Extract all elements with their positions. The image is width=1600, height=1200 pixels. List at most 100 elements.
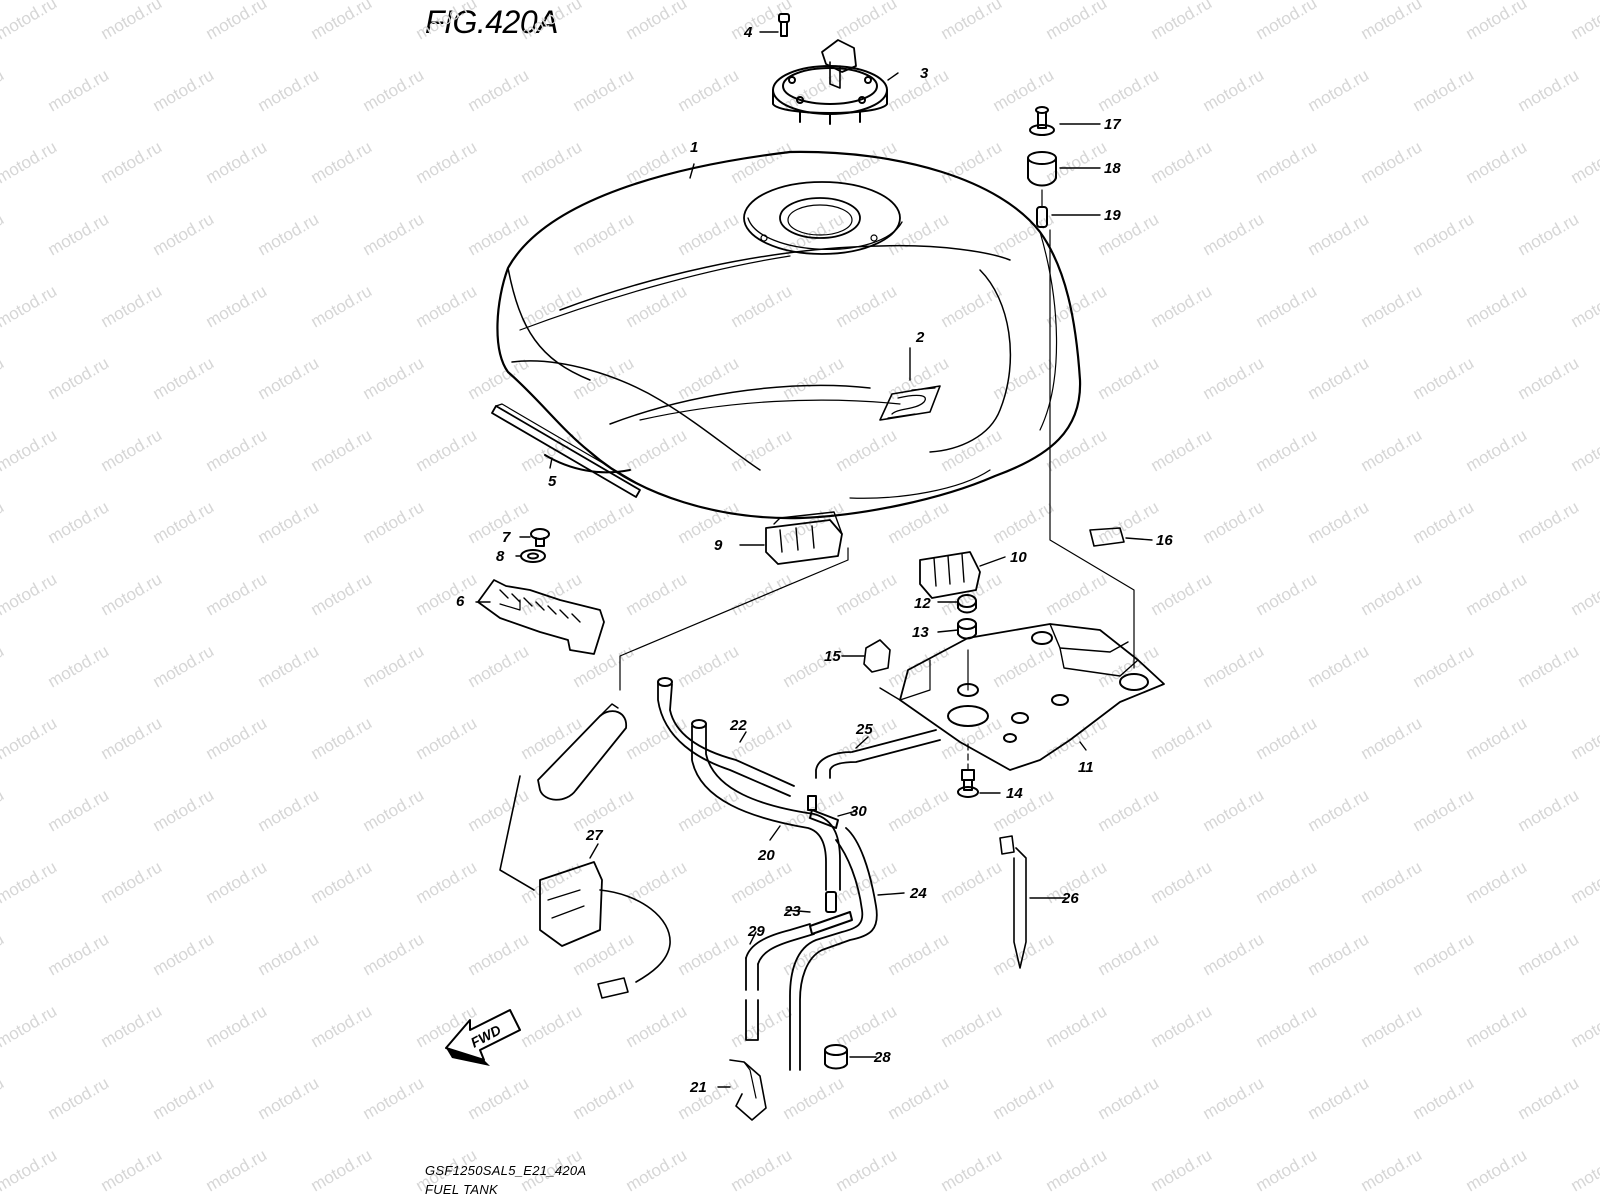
watermark-text: motod.ru <box>413 713 481 763</box>
watermark-text: motod.ru <box>1200 641 1268 691</box>
watermark-text: motod.ru <box>1305 209 1373 259</box>
callout-leaders <box>475 31 1153 1088</box>
callout-14: 14 <box>1006 785 1023 802</box>
watermark-text: motod.ru <box>1305 65 1373 115</box>
watermark-text: motod.ru <box>938 1145 1006 1195</box>
watermark-text: motod.ru <box>360 929 428 979</box>
watermark-text: motod.ru <box>1515 209 1583 259</box>
watermark-text: motod.ru <box>360 785 428 835</box>
watermark-text: motod.ru <box>1568 569 1600 619</box>
watermark-text: motod.ru <box>1043 0 1111 43</box>
watermark-text: motod.ru <box>1043 713 1111 763</box>
watermark-text: motod.ru <box>675 65 743 115</box>
watermark-text: motod.ru <box>833 425 901 475</box>
bolt-14 <box>957 769 979 798</box>
watermark-text: motod.ru <box>203 281 271 331</box>
callout-29: 29 <box>747 923 765 940</box>
fuel-level-gauge <box>499 703 671 999</box>
watermark-text: motod.ru <box>1095 1073 1163 1123</box>
watermark-text: motod.ru <box>255 65 323 115</box>
watermark-text: motod.ru <box>570 785 638 835</box>
grommet-13 <box>957 618 977 640</box>
watermark-text: motod.ru <box>780 353 848 403</box>
watermark-text: motod.ru <box>0 1145 60 1195</box>
callout-20: 20 <box>757 847 775 864</box>
watermark-text: motod.ru <box>45 353 113 403</box>
watermark-text: motod.ru <box>570 1073 638 1123</box>
watermark-text: motod.ru <box>833 1145 901 1195</box>
watermark-text: motod.ru <box>0 857 60 907</box>
watermark-text: motod.ru <box>1148 0 1216 43</box>
watermark-text: motod.ru <box>518 1001 586 1051</box>
watermark-text: motod.ru <box>1253 1145 1321 1195</box>
watermark-text: motod.ru <box>0 137 60 187</box>
callout-26: 26 <box>1061 890 1079 907</box>
watermark-text: motod.ru <box>98 137 166 187</box>
watermark-text: motod.ru <box>623 425 691 475</box>
watermark-text: motod.ru <box>203 569 271 619</box>
watermark-text: motod.ru <box>675 785 743 835</box>
watermark-text: motod.ru <box>1410 929 1478 979</box>
watermark-text: motod.ru <box>728 1001 796 1051</box>
watermark-text: motod.ru <box>255 929 323 979</box>
watermark-text: motod.ru <box>203 857 271 907</box>
watermark-text: motod.ru <box>1148 569 1216 619</box>
watermark-text: motod.ru <box>1043 1145 1111 1195</box>
callout-13: 13 <box>912 624 929 641</box>
watermark-text: motod.ru <box>45 929 113 979</box>
watermark-text: motod.ru <box>45 65 113 115</box>
watermark-text: motod.ru <box>0 569 60 619</box>
watermark-text: motod.ru <box>885 929 953 979</box>
watermark-text: motod.ru <box>1253 425 1321 475</box>
watermark-text: motod.ru <box>308 425 376 475</box>
watermark-text: motod.ru <box>1305 353 1373 403</box>
watermark-text: motod.ru <box>990 1073 1058 1123</box>
callout-28: 28 <box>873 1049 891 1066</box>
watermark-text: motod.ru <box>0 497 7 547</box>
watermark-text: motod.ru <box>360 209 428 259</box>
watermark-text: motod.ru <box>1253 281 1321 331</box>
watermark-text: motod.ru <box>1463 281 1531 331</box>
screw-7 <box>530 528 550 547</box>
watermark-text: motod.ru <box>1148 713 1216 763</box>
watermark-text: motod.ru <box>1410 785 1478 835</box>
watermark-text: motod.ru <box>833 281 901 331</box>
watermark-text: motod.ru <box>308 1001 376 1051</box>
watermark-text: motod.ru <box>413 569 481 619</box>
watermark-text: motod.ru <box>675 497 743 547</box>
watermark-text: motod.ru <box>255 209 323 259</box>
watermark-text: motod.ru <box>1148 425 1216 475</box>
watermark-text: motod.ru <box>1305 1073 1373 1123</box>
cushion-10 <box>919 551 981 599</box>
fuel-tank <box>496 150 1082 520</box>
watermark-text: motod.ru <box>413 0 481 43</box>
bolt-17 <box>1029 106 1055 136</box>
watermark-text: motod.ru <box>0 65 7 115</box>
callout-17: 17 <box>1104 116 1121 133</box>
watermark-text: motod.ru <box>1043 1001 1111 1051</box>
watermark-text: motod.ru <box>570 641 638 691</box>
watermark-text: motod.ru <box>150 641 218 691</box>
clamp-tie-26 <box>999 835 1027 969</box>
callout-24: 24 <box>909 885 927 902</box>
watermark-text: motod.ru <box>1463 857 1531 907</box>
watermark-text: motod.ru <box>413 425 481 475</box>
watermark-text: motod.ru <box>570 65 638 115</box>
watermark-text: motod.ru <box>938 713 1006 763</box>
watermark-text: motod.ru <box>360 497 428 547</box>
watermark-text: motod.ru <box>780 1073 848 1123</box>
callout-11: 11 <box>1078 759 1094 776</box>
watermark-text: motod.ru <box>1358 137 1426 187</box>
watermark-text: motod.ru <box>1410 497 1478 547</box>
watermark-text: motod.ru <box>728 1145 796 1195</box>
watermark-text: motod.ru <box>1463 713 1531 763</box>
watermark-text: motod.ru <box>1095 929 1163 979</box>
watermark-text: motod.ru <box>675 1073 743 1123</box>
watermark-text: motod.ru <box>1253 137 1321 187</box>
trim-strip <box>491 403 643 498</box>
watermark-text: motod.ru <box>98 569 166 619</box>
watermark-text: motod.ru <box>1095 353 1163 403</box>
watermark-text: motod.ru <box>1148 1001 1216 1051</box>
watermark-text: motod.ru <box>98 713 166 763</box>
